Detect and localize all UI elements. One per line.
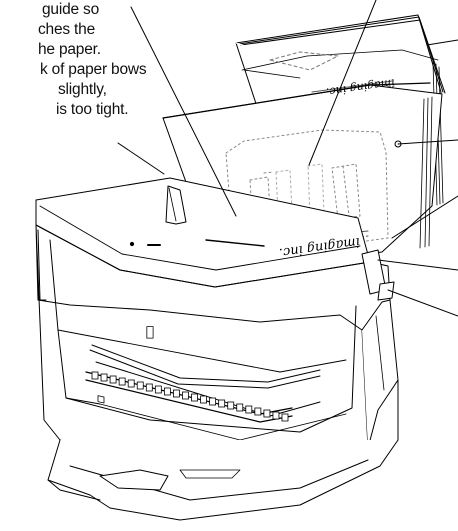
roller-tooth [281, 413, 289, 422]
roller-tooth [127, 379, 135, 388]
roller-tooth [209, 397, 217, 406]
roller-tooth [91, 371, 99, 380]
roller-teeth [91, 371, 289, 422]
printer-body:  [35, 177, 399, 521]
roller-tooth [200, 395, 207, 404]
roller-tooth [163, 387, 171, 396]
roller-tooth [118, 377, 126, 386]
roller-tooth [263, 409, 271, 418]
callout-leaders [117, 0, 458, 317]
callout-line: ches the [38, 21, 95, 38]
roller-tooth [182, 391, 189, 400]
roller-tooth [136, 381, 144, 390]
callout-line: k of paper bows [40, 61, 147, 78]
callout-line: is too tight. [56, 101, 129, 118]
roller-tooth [218, 399, 226, 408]
roller-tooth [154, 385, 162, 394]
callout-text: guide so ches the he paper. k of paper b… [0, 0, 147, 120]
roller-tooth [245, 405, 253, 414]
roller-tooth [100, 373, 108, 382]
roller-tooth [254, 407, 262, 416]
roller-tooth [109, 375, 117, 384]
callout-line: slightly, [58, 81, 107, 98]
callout-line: he paper. [38, 41, 101, 58]
roller-tooth [191, 393, 198, 402]
roller-tooth [173, 389, 180, 398]
roller-tooth [272, 411, 280, 420]
callout-line: guide so [42, 1, 100, 18]
roller-tooth [145, 383, 153, 392]
apple-logo-icon:  [146, 324, 154, 340]
roller-tooth [236, 403, 244, 412]
roller-tooth [227, 401, 235, 410]
